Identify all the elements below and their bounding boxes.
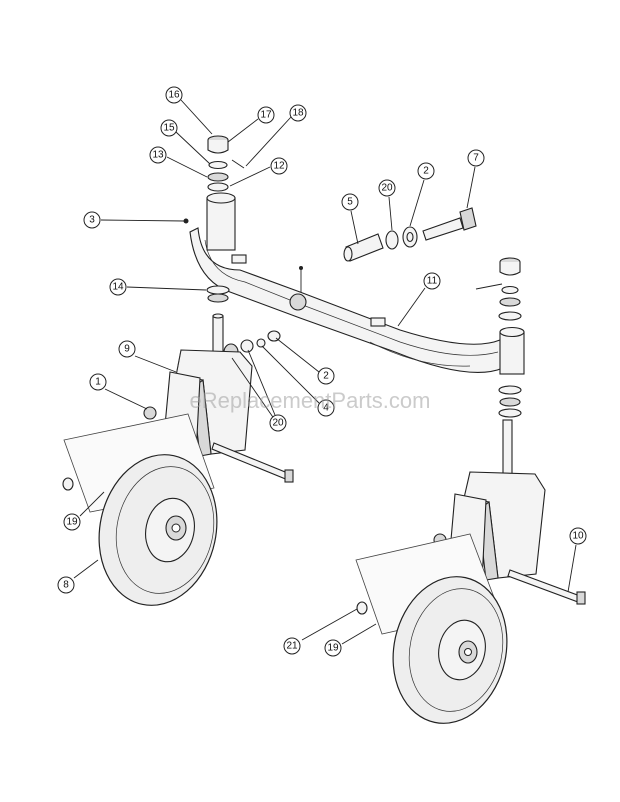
svg-text:19: 19 xyxy=(66,517,78,528)
left-spindle xyxy=(206,285,281,361)
callout-16: 16 xyxy=(165,86,183,104)
svg-text:14: 14 xyxy=(112,282,124,293)
svg-text:8: 8 xyxy=(63,580,69,591)
callout-19-right: 19 xyxy=(324,639,342,657)
svg-text:16: 16 xyxy=(168,90,180,101)
callout-19-left: 19 xyxy=(63,513,81,531)
callout-20-top: 20 xyxy=(378,179,396,197)
callout-2-lower: 2 xyxy=(317,367,335,385)
left-spindle-housing xyxy=(183,192,236,251)
svg-text:15: 15 xyxy=(163,123,175,134)
pivot-hardware xyxy=(289,207,477,311)
left-bearing-stack xyxy=(207,135,245,192)
right-spindle-housing xyxy=(475,257,525,418)
leader-lines xyxy=(73,99,577,645)
svg-text:20: 20 xyxy=(272,418,284,429)
callout-21: 21 xyxy=(283,637,301,655)
svg-text:3: 3 xyxy=(89,215,95,226)
svg-text:13: 13 xyxy=(152,150,164,161)
svg-text:21: 21 xyxy=(286,641,298,652)
svg-text:7: 7 xyxy=(473,153,479,164)
svg-text:9: 9 xyxy=(124,344,130,355)
svg-text:11: 11 xyxy=(427,276,438,287)
svg-text:2: 2 xyxy=(423,166,429,177)
callout-3: 3 xyxy=(83,211,101,229)
svg-text:12: 12 xyxy=(273,161,285,172)
svg-text:10: 10 xyxy=(572,531,584,542)
callout-13: 13 xyxy=(149,146,167,164)
svg-text:17: 17 xyxy=(260,110,272,121)
callout-9: 9 xyxy=(118,340,136,358)
svg-text:2: 2 xyxy=(323,371,329,382)
svg-text:4: 4 xyxy=(323,403,329,414)
callout-10: 10 xyxy=(569,527,587,545)
callout-17: 17 xyxy=(257,106,275,124)
svg-text:20: 20 xyxy=(381,183,393,194)
left-wheel xyxy=(62,413,218,606)
callout-1: 1 xyxy=(89,373,107,391)
svg-text:1: 1 xyxy=(95,377,101,388)
svg-text:19: 19 xyxy=(327,643,339,654)
callout-15: 15 xyxy=(160,119,178,137)
callout-12: 12 xyxy=(270,157,288,175)
svg-text:5: 5 xyxy=(347,197,353,208)
callout-2-top: 2 xyxy=(417,162,435,180)
right-wheel xyxy=(355,533,508,724)
callout-8: 8 xyxy=(57,576,75,594)
watermark-text: eReplacementParts.com xyxy=(189,388,431,413)
callout-5: 5 xyxy=(341,193,359,211)
callout-14: 14 xyxy=(109,278,127,296)
callout-4: 4 xyxy=(317,399,335,417)
callout-7: 7 xyxy=(467,149,485,167)
svg-text:18: 18 xyxy=(292,108,304,119)
callout-11: 11 xyxy=(423,272,441,290)
callout-18: 18 xyxy=(289,104,307,122)
callout-20-lower: 20 xyxy=(269,414,287,432)
